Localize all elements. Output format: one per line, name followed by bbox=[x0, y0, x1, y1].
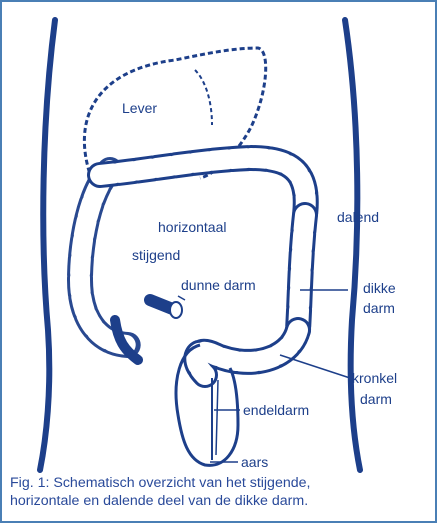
label-stijgend: stijgend bbox=[132, 247, 180, 263]
label-lever: Lever bbox=[122, 100, 157, 116]
label-dalend: dalend bbox=[337, 209, 379, 225]
body-outline-left bbox=[40, 20, 55, 470]
leader-dunne-darm bbox=[178, 296, 185, 300]
label-horizontaal: horizontaal bbox=[158, 219, 227, 235]
label-aars: aars bbox=[241, 454, 268, 470]
figure-caption: Fig. 1: Schematisch overzicht van het st… bbox=[10, 474, 430, 510]
label-kronkel-line1: kronkel bbox=[352, 370, 397, 386]
rectum-center-line-2 bbox=[216, 380, 218, 455]
transverse-colon-inner bbox=[100, 158, 306, 215]
caption-line-2: horizontale en dalende deel van de dikke… bbox=[10, 492, 430, 510]
body-outline-right bbox=[345, 20, 360, 470]
descending-colon-inner bbox=[298, 215, 305, 330]
label-dikke-line2: darm bbox=[363, 300, 395, 316]
label-kronkel-line2: darm bbox=[360, 391, 392, 407]
liver-inner-line bbox=[195, 70, 212, 125]
caption-line-1: Fig. 1: Schematisch overzicht van het st… bbox=[10, 474, 430, 492]
label-endeldarm: endeldarm bbox=[243, 402, 309, 418]
label-dunne-darm: dunne darm bbox=[181, 277, 256, 293]
label-dikke-line1: dikke bbox=[363, 280, 396, 296]
ascending-colon-inner bbox=[80, 170, 130, 345]
leader-kronkel-darm bbox=[280, 355, 350, 378]
